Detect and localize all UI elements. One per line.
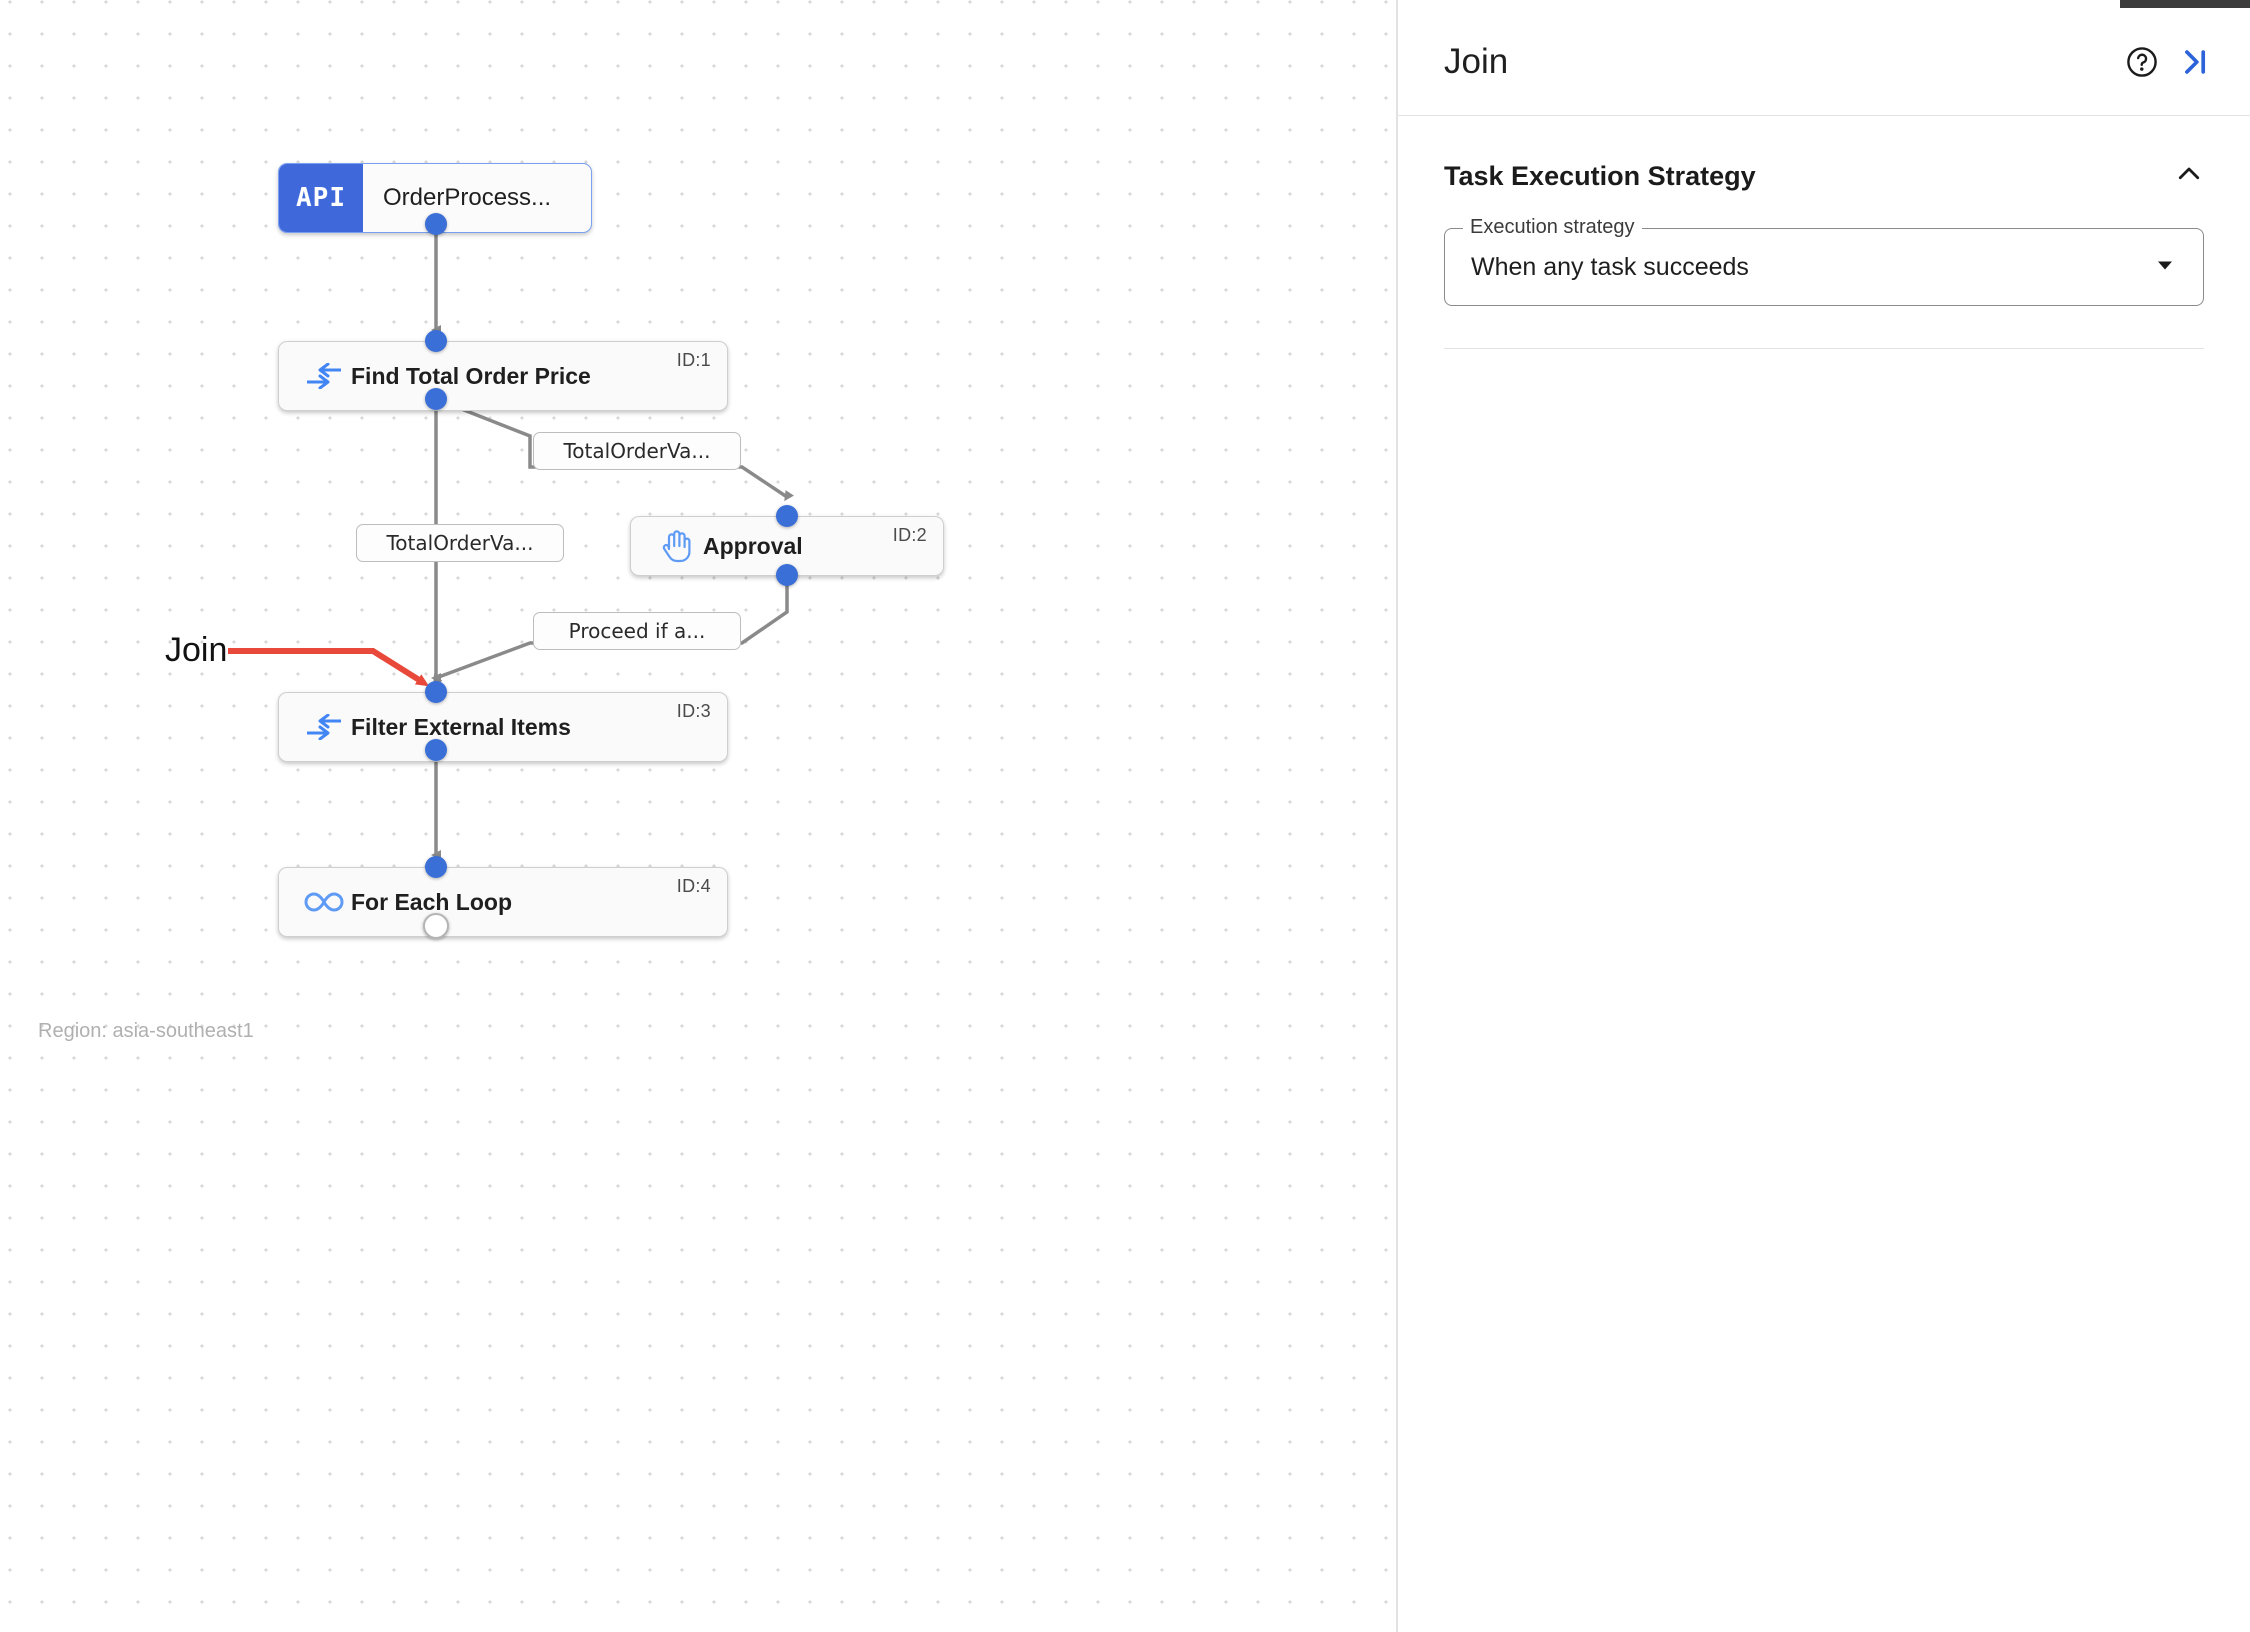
port-trigger-output[interactable] bbox=[425, 213, 447, 235]
node-id-badge: ID:3 bbox=[676, 701, 711, 721]
edge-label-approval-to-filter[interactable]: Proceed if a... bbox=[533, 612, 741, 650]
section-title: Task Execution Strategy bbox=[1444, 160, 1756, 191]
port-3-output[interactable] bbox=[425, 739, 447, 761]
panel-header: Join bbox=[1398, 8, 2250, 116]
execution-strategy-select[interactable]: Execution strategy When any task succeed… bbox=[1444, 216, 2204, 306]
infinity-icon bbox=[297, 890, 351, 914]
port-1-output[interactable] bbox=[425, 388, 447, 410]
port-4-loop-output[interactable] bbox=[423, 913, 449, 939]
properties-panel: Join Task Execution Strategy bbox=[1398, 0, 2250, 1632]
node-id-badge: ID:2 bbox=[892, 525, 927, 545]
execution-strategy-value: When any task succeeds bbox=[1471, 252, 1749, 281]
edge-layer bbox=[228, 224, 794, 860]
task-execution-strategy-section: Task Execution Strategy Execution strate… bbox=[1398, 116, 2250, 349]
annotation-label-join: Join bbox=[165, 631, 228, 669]
execution-strategy-label: Execution strategy bbox=[1463, 216, 1642, 239]
node-id-badge: ID:4 bbox=[676, 876, 711, 896]
window-top-bar bbox=[2120, 0, 2250, 8]
collapse-panel-icon[interactable] bbox=[2168, 36, 2220, 88]
node-title: OrderProcess... bbox=[383, 184, 552, 211]
edge-label-to-approval[interactable]: TotalOrderVa... bbox=[533, 432, 741, 470]
node-for-each-loop[interactable]: For Each Loop ID:4 bbox=[278, 867, 728, 937]
hand-icon bbox=[649, 529, 703, 563]
node-filter-external-items[interactable]: Filter External Items ID:3 bbox=[278, 692, 728, 762]
chevron-down-icon[interactable] bbox=[2153, 253, 2177, 282]
port-2-input[interactable] bbox=[776, 505, 798, 527]
node-id-badge: ID:1 bbox=[676, 350, 711, 370]
panel-title: Join bbox=[1444, 41, 1509, 81]
help-circle-icon[interactable] bbox=[2116, 36, 2168, 88]
port-3-input[interactable] bbox=[425, 681, 447, 703]
node-title: Find Total Order Price bbox=[351, 362, 591, 389]
annotation-arrow bbox=[228, 648, 430, 687]
edge-label-direct-to-filter[interactable]: TotalOrderVa... bbox=[356, 524, 564, 562]
data-mapping-icon bbox=[297, 363, 351, 389]
data-mapping-icon bbox=[297, 714, 351, 740]
port-1-input[interactable] bbox=[425, 330, 447, 352]
region-label: Region: asia-southeast1 bbox=[38, 1020, 254, 1042]
section-header[interactable]: Task Execution Strategy bbox=[1444, 154, 2204, 198]
node-trigger-orderprocess[interactable]: API OrderProcess... bbox=[278, 163, 592, 233]
panel-divider bbox=[1444, 348, 2204, 349]
node-title: For Each Loop bbox=[351, 888, 512, 915]
node-find-total-order-price[interactable]: Find Total Order Price ID:1 bbox=[278, 341, 728, 411]
chevron-up-icon[interactable] bbox=[2174, 159, 2204, 194]
api-badge-icon: API bbox=[279, 164, 363, 232]
node-title: Approval bbox=[703, 532, 803, 559]
node-title: Filter External Items bbox=[351, 713, 571, 740]
port-2-output[interactable] bbox=[776, 564, 798, 586]
workflow-canvas[interactable]: API OrderProcess... Find Total Order Pri… bbox=[0, 0, 1398, 1632]
port-4-input[interactable] bbox=[425, 856, 447, 878]
